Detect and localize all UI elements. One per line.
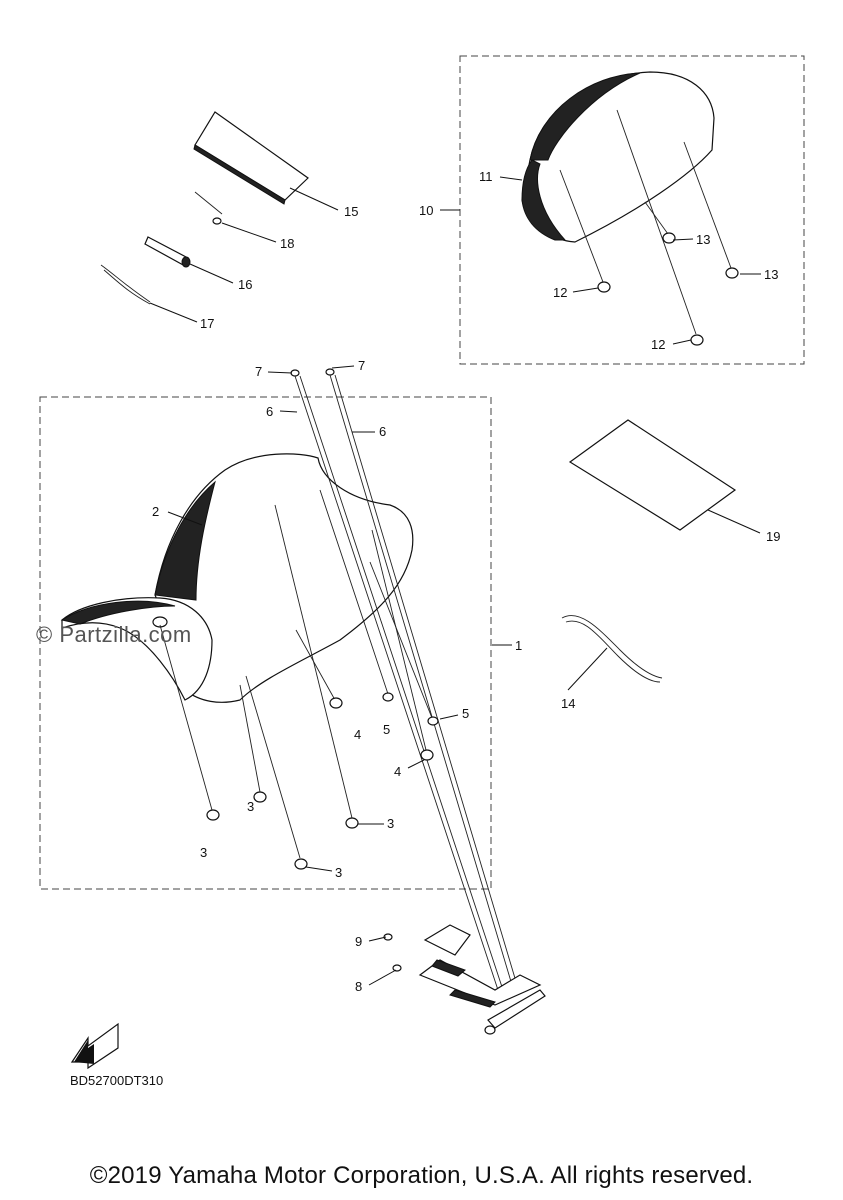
callout-3b: 3: [247, 799, 254, 814]
callout-11: 11: [479, 169, 493, 184]
part-11-cowl[interactable]: [521, 71, 715, 243]
callout-8: 8: [355, 979, 362, 994]
part-5-collar-a[interactable]: [382, 692, 394, 702]
callout-5a: 5: [383, 722, 390, 737]
callout-9: 9: [355, 934, 362, 949]
assembly-1-box: [39, 396, 492, 890]
callout-19: 19: [766, 529, 780, 544]
part-2-seat[interactable]: [60, 453, 414, 703]
part-13-fastener-a[interactable]: [644, 201, 676, 244]
callout-4b: 4: [394, 764, 401, 779]
callout-13a: 13: [696, 232, 710, 247]
part-13-fastener-b[interactable]: [683, 141, 739, 279]
part-12-fastener-b[interactable]: [616, 109, 704, 346]
callout-17: 17: [200, 316, 214, 331]
callout-3a: 3: [200, 845, 207, 860]
callout-6b: 6: [379, 424, 386, 439]
seat-fastener-leaders: [159, 489, 433, 859]
part-8-9-bracket[interactable]: [383, 924, 546, 1035]
callout-7a: 7: [255, 364, 262, 379]
part-16-pin[interactable]: [144, 236, 191, 268]
callout-12a: 12: [553, 285, 567, 300]
callout-leaders: [149, 176, 761, 986]
callout-1: 1: [515, 638, 522, 653]
callout-2: 2: [152, 504, 159, 519]
callout-12b: 12: [651, 337, 665, 352]
part-4-washer-a[interactable]: [329, 697, 343, 709]
callout-16: 16: [238, 277, 252, 292]
callout-3c: 3: [387, 816, 394, 831]
callout-4a: 4: [354, 727, 361, 742]
part-3-nut-d[interactable]: [294, 858, 308, 870]
part-17-wire[interactable]: [100, 264, 151, 305]
callout-3d: 3: [335, 865, 342, 880]
callout-10: 10: [419, 203, 433, 218]
part-19-mat[interactable]: [568, 419, 737, 531]
callouts: 1 2 3 3 3 3 4 4 5 5 6 6 7 7 8 9 10 11 12…: [152, 169, 780, 994]
callout-7b: 7: [358, 358, 365, 373]
callout-13b: 13: [764, 267, 778, 282]
part-3-nut-b[interactable]: [253, 791, 267, 803]
callout-18: 18: [280, 236, 294, 251]
part-4-washer-b[interactable]: [420, 749, 434, 761]
callout-15: 15: [344, 204, 358, 219]
part-14-cable[interactable]: [561, 615, 663, 683]
part-3-nut-a[interactable]: [206, 809, 220, 821]
part-15-pad[interactable]: [193, 111, 309, 205]
part-5-collar-b[interactable]: [427, 716, 439, 726]
watermark: © Partzilla.com: [36, 622, 192, 647]
callout-5b: 5: [462, 706, 469, 721]
callout-14: 14: [561, 696, 575, 711]
part-3-nut-c[interactable]: [345, 817, 359, 829]
part-6-7-bolt-left[interactable]: [290, 369, 504, 991]
copyright-notice: ©2019 Yamaha Motor Corporation, U.S.A. A…: [89, 1162, 754, 1189]
part-12-fastener-a[interactable]: [559, 169, 611, 293]
part-6-7-bolt-right[interactable]: [325, 368, 518, 986]
front-arrow-icon: [70, 1022, 119, 1070]
diagram-code: BD52700DT310: [70, 1073, 164, 1088]
part-18-screw[interactable]: [194, 191, 223, 225]
callout-6a: 6: [266, 404, 273, 419]
